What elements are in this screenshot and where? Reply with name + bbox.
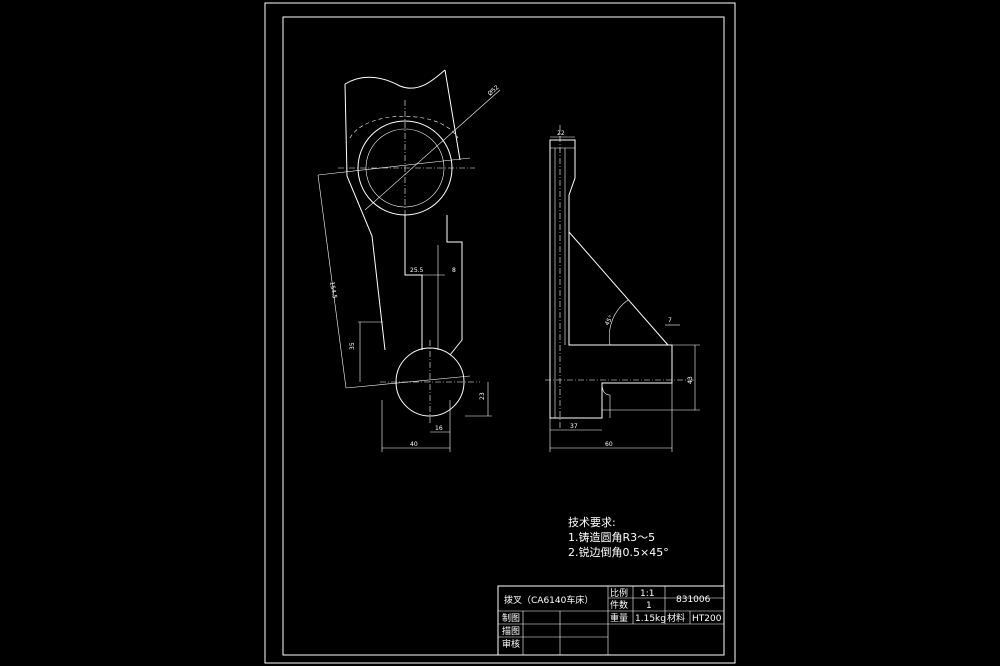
tb-quantity-label: 件数 [610,599,628,611]
tb-drafter-label: 描图 [502,625,520,637]
front-view-right-edge [444,69,461,161]
tb-part-name: 拨叉（CA6140车床） [504,594,593,606]
dim-side-total-width: 60 [605,441,613,448]
tb-reviewer-label: 审核 [502,638,520,650]
dim-side-right-height: 43 [687,376,694,384]
hub-dashed-arc [349,115,459,139]
dim-side-top-width: 22 [557,130,565,137]
side-view: 22 45° 7 43 37 60 [545,125,700,452]
chord-line [317,157,471,176]
title-block: 拨叉（CA6140车床） 比例 1:1 831006 件数 1 重量 1.15k… [497,585,725,656]
dim-side-right-small: 7 [668,317,672,324]
angle-arc [608,299,629,346]
dim-front-bottom-height: 23 [479,392,486,400]
front-view-left-edge [344,83,348,177]
dim-front-slant-length: 154.5 [328,281,338,299]
dim-front-left-height: 35 [349,342,356,350]
dim-side-angle: 45° [604,314,615,327]
front-view-arm-left [346,175,386,351]
tech-req-heading: 技术要求: [568,516,616,529]
dim-front-slot: 25.5 [410,267,424,274]
front-view-arm-right [446,215,463,356]
slant-dim-line [317,174,347,389]
tb-weight-label: 重量 [610,612,628,624]
tech-req-item-2: 2.锐边倒角0.5×45° [568,545,669,559]
inner-border [282,16,725,656]
side-view-outline [549,139,673,419]
front-view: Ø52 154.5 25.5 8 35 23 40 16 [317,69,501,452]
front-view-slot [404,215,423,350]
tb-drawn-by-label: 制图 [502,612,520,624]
tb-material-label: 材料 [667,612,685,624]
diameter-leader [364,89,501,211]
outer-border [264,2,736,664]
tb-scale-value: 1:1 [640,589,654,599]
tb-drawing-number: 831006 [676,595,711,605]
tb-quantity-value: 1 [646,601,652,611]
dim-front-slot-right: 8 [452,267,456,274]
title-block-frame [497,585,725,656]
dim-front-bottom-small: 16 [435,425,443,432]
tb-scale-label: 比例 [610,587,628,599]
tb-weight-value: 1.15kg [635,614,666,624]
side-view-web [568,231,669,346]
side-view-fillet [601,382,611,418]
technical-requirements: 技术要求: 1.铸造圆角R3～5 2.锐边倒角0.5×45° [568,516,669,559]
front-view-top-edge [344,69,446,89]
tech-req-item-1: 1.铸造圆角R3～5 [568,530,655,544]
tb-material-value: HT200 [692,614,722,624]
dim-side-bottom-left: 37 [570,423,578,430]
dim-front-bottom-width: 40 [410,441,418,448]
